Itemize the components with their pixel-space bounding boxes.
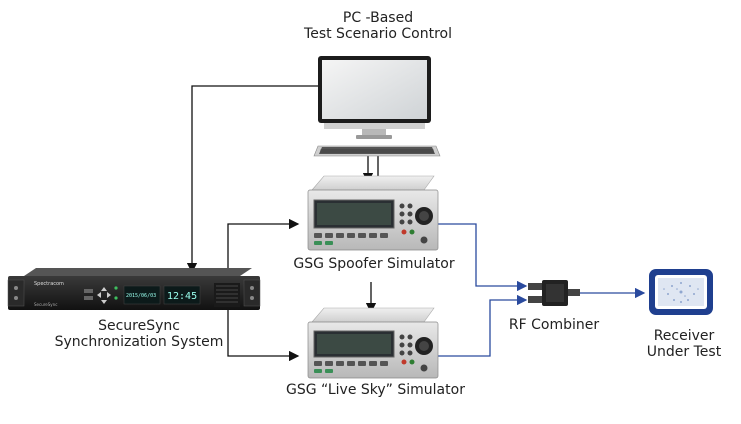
spoofer-label: GSG Spoofer Simulator	[293, 256, 455, 272]
spoofer-to-combiner-line	[438, 223, 528, 292]
pc-label: PC -Based Test Scenario Control	[300, 10, 456, 42]
livesky-to-combiner-line	[438, 294, 528, 357]
pc-monitor-icon	[313, 56, 441, 157]
device-time: 12:45	[167, 291, 197, 302]
securesync-device-icon: Spectracom SecureSync 2015/06/03 12:45	[7, 268, 261, 310]
rf-combiner-icon	[528, 280, 580, 306]
pc-label-line2: Test Scenario Control	[304, 26, 452, 42]
rf-combiner-label: RF Combiner	[508, 317, 600, 333]
pc-to-securesync-line	[186, 85, 318, 274]
livesky-label: GSG “Live Sky” Simulator	[286, 382, 465, 398]
spoofer-simulator-icon	[307, 175, 439, 251]
receiver-icon	[649, 269, 713, 315]
securesync-label-line1: SecureSync	[98, 318, 180, 334]
livesky-simulator-icon	[307, 307, 439, 379]
receiver-label-line1: Receiver	[653, 328, 715, 344]
receiver-label-line2: Under Test	[646, 344, 722, 360]
device-date: 2015/06/03	[126, 293, 156, 299]
receiver-label: Receiver Under Test	[636, 328, 732, 360]
device-brand: Spectracom	[34, 281, 64, 287]
securesync-to-livesky-line	[227, 300, 300, 362]
device-model: SecureSync	[34, 302, 57, 307]
securesync-label: SecureSync Synchronization System	[54, 318, 224, 350]
securesync-label-line2: Synchronization System	[54, 334, 224, 350]
pc-label-line1: PC -Based	[342, 10, 414, 26]
